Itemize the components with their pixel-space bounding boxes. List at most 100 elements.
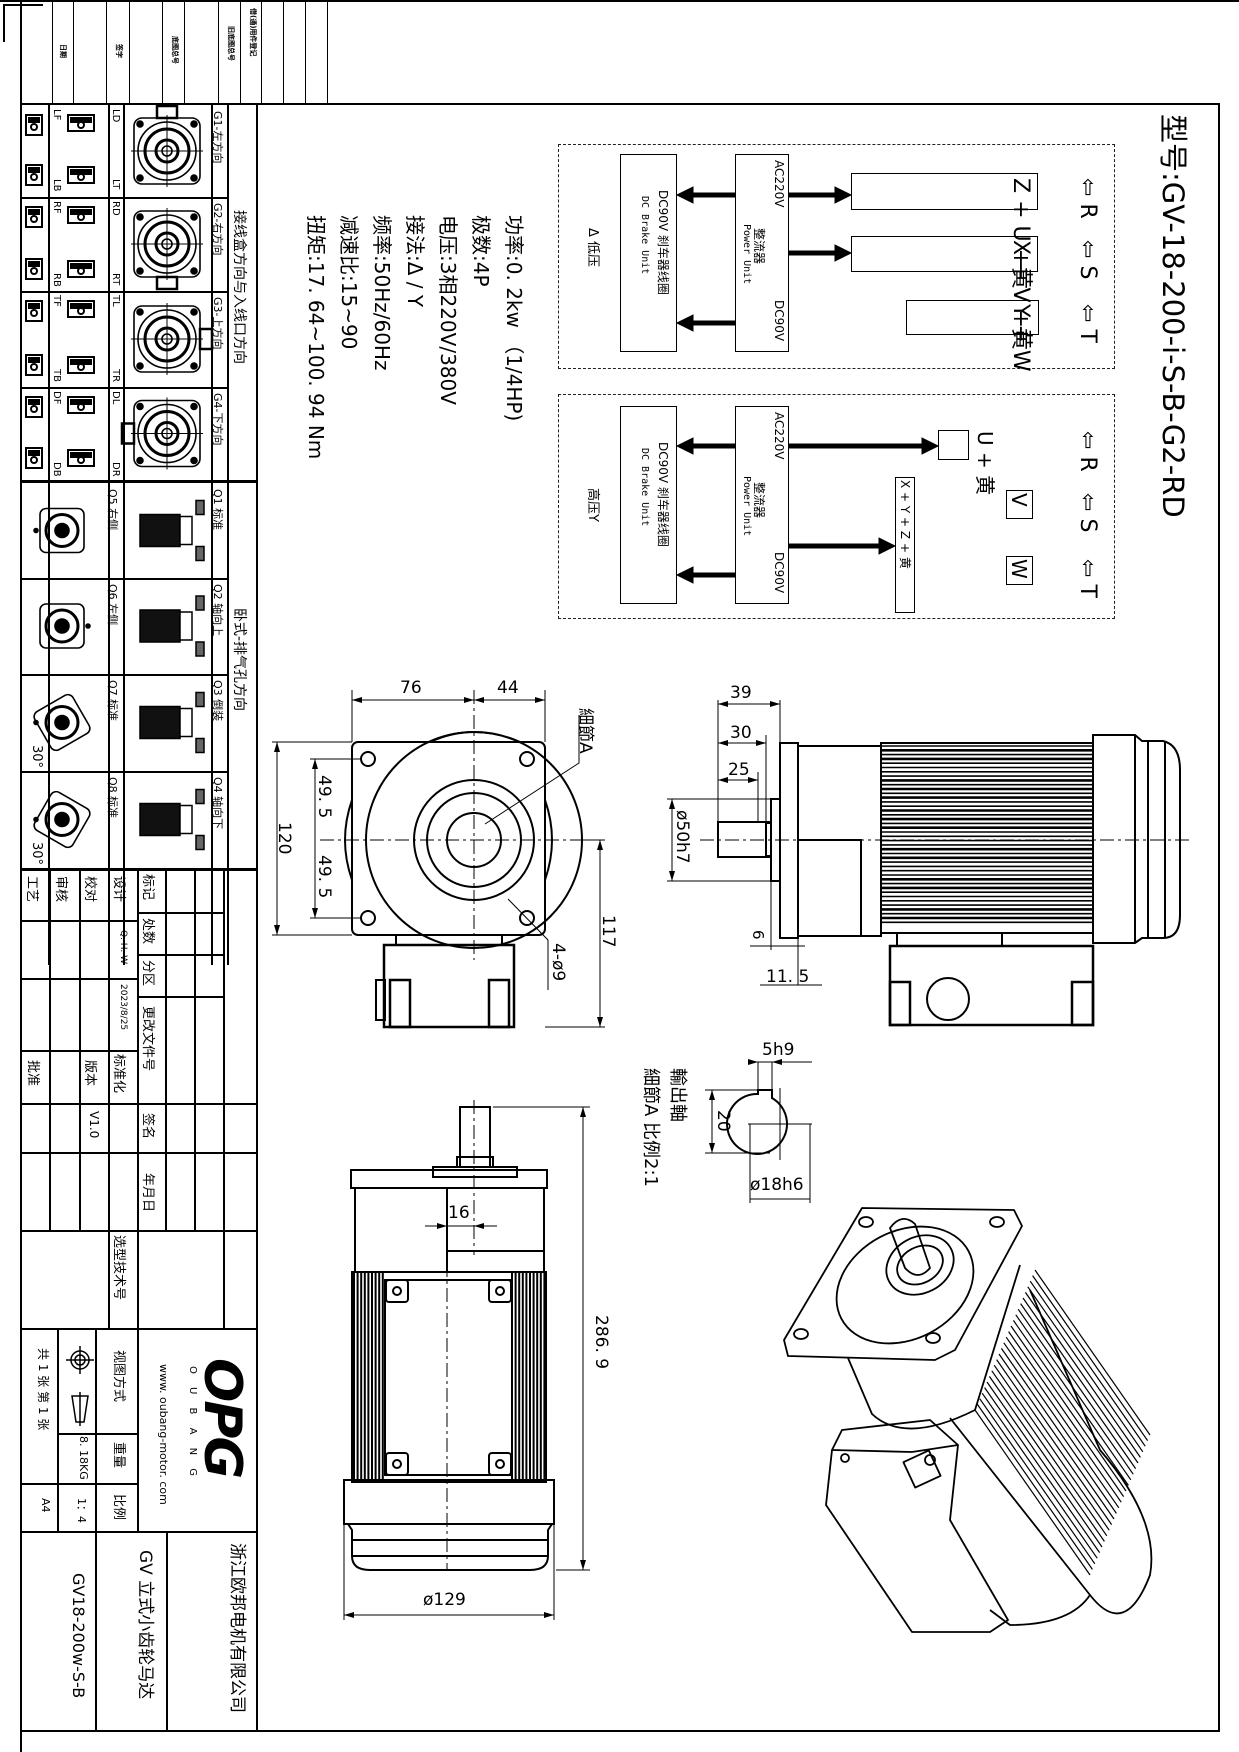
terminal-box-option-code: G4-下方向 xyxy=(211,393,224,446)
vent-hole-marker xyxy=(33,527,39,534)
rotation-angle-label: 30° xyxy=(29,745,44,769)
cooling-fin xyxy=(1010,1325,1127,1492)
company-name: 浙江欧邦电机有限公司 xyxy=(227,1543,247,1713)
cooling-fin xyxy=(1015,1314,1132,1481)
terminal-t-label: Y + W xyxy=(1008,304,1033,372)
cooling-fin xyxy=(1005,1336,1122,1503)
spec-poles: 极数:4P xyxy=(469,215,493,287)
brake-unit-box xyxy=(620,154,677,352)
cooling-fin xyxy=(993,1364,1110,1531)
cooling-fin xyxy=(974,1409,1091,1576)
version-value: V1.0 xyxy=(87,1111,101,1139)
company-logo: OPG xyxy=(192,1358,252,1477)
wiring-diagram-delta xyxy=(558,144,1115,369)
vent-face-pictogram xyxy=(33,507,85,554)
spec-voltage: 电压:3相220V/380V xyxy=(436,215,460,405)
cooling-fin xyxy=(991,1370,1108,1537)
terminal-box-v xyxy=(1006,490,1033,519)
vent-face-pictogram xyxy=(33,693,91,752)
frame-top xyxy=(20,103,1220,105)
bottom-view-drawing xyxy=(343,1100,590,1620)
terminal-box-r xyxy=(851,173,1038,210)
wiring-diagram-star xyxy=(558,394,1115,619)
vent-option-lower: Q7 标准 xyxy=(106,680,119,722)
mount-hatch xyxy=(195,595,205,611)
dim-side-25: 25 xyxy=(728,760,750,780)
rev-header-signature: 签名 xyxy=(140,1113,155,1140)
rectifier-label-en: Power Unit xyxy=(741,476,752,537)
vent-option-upper: Q2 轴向上 xyxy=(211,584,224,637)
rectifier-output-label: DC90V xyxy=(772,300,786,342)
dim-front-49-5-top: 49. 5 xyxy=(314,775,334,819)
front-view-drawing xyxy=(272,690,605,1029)
scale-value: 1：4 xyxy=(75,1498,88,1523)
vent-icons xyxy=(33,499,205,851)
phase-t-label: ⇦ T xyxy=(1075,559,1100,598)
margin-label-date: 日期 xyxy=(59,44,67,58)
role-design: 设计 xyxy=(111,876,126,903)
design-date: 2023/8/25 xyxy=(118,984,128,1031)
vent-option-lower: Q8 标准 xyxy=(106,777,119,819)
corner-mark xyxy=(3,4,5,42)
entry-direction-code: LB xyxy=(51,179,62,192)
dim-front-76: 76 xyxy=(400,678,422,698)
terminal-box-t xyxy=(906,300,1039,335)
cooling-fin xyxy=(1027,1286,1144,1453)
rectifier-output-label: DC90V xyxy=(772,552,786,594)
cooling-fin xyxy=(984,1387,1101,1553)
terminal-box-direction-title: 接线盒方向与入线口方向 xyxy=(231,210,247,364)
cooling-fin xyxy=(1017,1308,1134,1475)
cooling-fin xyxy=(988,1376,1105,1542)
terminal-w-label: W xyxy=(1007,559,1031,579)
entry-direction-code: TB xyxy=(51,369,62,382)
model-label: 型号 xyxy=(1156,114,1190,173)
mount-hatch xyxy=(195,691,205,708)
spec-power: 功率:0. 2kw （1/4HP) xyxy=(502,215,526,422)
view-method-label: 视图方式 xyxy=(111,1350,126,1403)
margin-label-base-no: 底图总号 xyxy=(171,36,179,64)
terminal-box-w xyxy=(1006,556,1033,585)
arrow-left-icon: ⇦ xyxy=(1075,493,1100,512)
detail-a-title-scale: 細節A 比例2:1 xyxy=(640,1068,661,1188)
dim-front-holes: 4-ø9 xyxy=(548,943,568,982)
entry-direction-code: DF xyxy=(51,391,62,405)
frame-bottom xyxy=(20,1730,1220,1732)
isometric-fins xyxy=(974,1269,1151,1576)
cooling-fin xyxy=(1032,1275,1149,1441)
arrow-left-icon: ⇦ xyxy=(1075,178,1100,197)
panel-divider xyxy=(256,103,258,1732)
entry-direction-code: TR xyxy=(110,369,121,383)
terminal-box-shape xyxy=(120,422,136,445)
rev-header-zone: 分区 xyxy=(140,960,155,987)
designer-name: Q. H. W xyxy=(118,930,128,965)
phase-s-label: ⇦ S xyxy=(1075,240,1100,280)
dim-front-120: 120 xyxy=(274,822,294,855)
brake-unit-label-en: DC Brake Unit xyxy=(639,448,650,527)
scale-label: 比例 xyxy=(111,1494,126,1521)
cooling-fin xyxy=(1022,1297,1139,1464)
vent-motor-pictogram xyxy=(139,788,205,851)
standardization-label: 标准化 xyxy=(111,1054,126,1094)
dim-side-flange-11-5: 11. 5 xyxy=(766,967,810,987)
rectifier-box xyxy=(735,406,789,604)
vent-option-upper: Q1 标准 xyxy=(211,489,224,531)
spec-connection: 接法:Δ / Y xyxy=(403,215,427,308)
vent-motor-pictogram xyxy=(139,691,205,754)
cooling-fins xyxy=(881,745,1093,924)
first-angle-projection-icon xyxy=(66,1346,94,1426)
terminal-box-icons xyxy=(25,104,214,470)
entry-direction-code: DL xyxy=(110,391,121,405)
product-name: GV 立式小齿轮马达 xyxy=(135,1550,155,1700)
vent-direction-title: 卧式-排气孔方向 xyxy=(231,608,247,712)
cooling-fin xyxy=(996,1359,1113,1525)
revision-table: 标记 处数 分区 更改文件号 签名 年月日 设计 校对 审核 工艺 Q. H. … xyxy=(20,868,258,1328)
vent-hole-marker xyxy=(33,816,39,823)
rev-header-change-doc: 更改文件号 xyxy=(140,1006,155,1072)
entry-direction-code: DR xyxy=(110,462,121,477)
title-block: OPG O U B A N G www. oubang-motor. com 视… xyxy=(20,1328,258,1732)
entry-direction-code: TF xyxy=(51,295,62,307)
dim-front-117: 117 xyxy=(598,915,618,948)
rev-header-date: 年月日 xyxy=(140,1173,155,1213)
detail-a-callout: 細節A xyxy=(575,708,595,754)
dim-bottom-offset: 16 xyxy=(448,1203,470,1223)
